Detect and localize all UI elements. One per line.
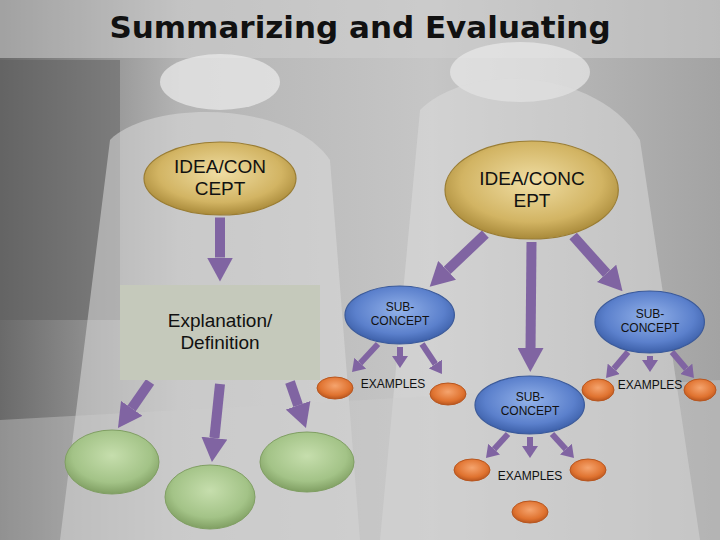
orange-oval [570, 459, 606, 481]
arrow [614, 352, 628, 369]
definition-box: Explanation/ Definition [120, 285, 320, 380]
arrow [527, 437, 533, 446]
node-text: Explanation/ Definition [145, 310, 295, 354]
examples-label: EXAMPLES [498, 470, 563, 484]
orange-oval [684, 379, 716, 401]
ellipse-shape [345, 286, 454, 344]
ellipse-shape [144, 142, 296, 215]
ellipse-shape [595, 291, 704, 353]
photo-cap [160, 54, 280, 110]
label-holder: EXAMPLES [618, 379, 683, 393]
node-text-block: SUB- CONCEPT [365, 301, 435, 329]
node-text-block: SUB- CONCEPT [495, 391, 565, 419]
orange-oval [512, 501, 548, 523]
node-text: SUB- CONCEPT [495, 391, 565, 419]
arrow [397, 347, 403, 356]
orange-oval [454, 459, 490, 481]
orange-oval [430, 383, 466, 405]
arrow [552, 434, 566, 449]
title-area: Summarizing and Evaluating [0, 10, 720, 46]
examples-label: EXAMPLES [361, 378, 426, 392]
arrow [132, 382, 150, 408]
idea-ellipse: IDEA/CONC EPT [444, 140, 619, 240]
sub-concept-ellipse: SUB- CONCEPT [344, 285, 455, 345]
arrow [647, 356, 653, 360]
slide-title: Summarizing and Evaluating [109, 10, 610, 46]
connector-arrow [526, 242, 537, 348]
oval-group [317, 377, 716, 523]
oval-group [65, 430, 354, 529]
node-text: IDEA/CONC EPT [474, 168, 589, 212]
connector-arrow [573, 236, 606, 273]
sub-concept-ellipse: SUB- CONCEPT [474, 375, 585, 435]
node-text-block: Explanation/ Definition [145, 310, 295, 354]
connector-arrow [215, 218, 225, 258]
label-holder: EXAMPLES [361, 378, 426, 392]
node-text: SUB- CONCEPT [365, 301, 435, 329]
arrow-group [132, 382, 298, 438]
photo-top [0, 0, 720, 58]
examples-label: EXAMPLES [618, 379, 683, 393]
arrow-group [360, 344, 686, 449]
green-oval [65, 430, 159, 494]
ellipse-shape [445, 141, 618, 239]
arrow [422, 344, 435, 364]
node-text: IDEA/CON CEPT [170, 156, 270, 200]
node-text-block: IDEA/CON CEPT [170, 156, 270, 200]
arrow [360, 344, 378, 363]
label-holder: EXAMPLES [498, 470, 563, 484]
node-text-block: SUB- CONCEPT [615, 308, 685, 336]
photo-figure [60, 112, 360, 540]
node-text-block: IDEA/CONC EPT [474, 168, 589, 212]
node-text: SUB- CONCEPT [615, 308, 685, 336]
arrow [290, 382, 298, 405]
arrow [672, 352, 686, 369]
orange-oval [582, 379, 614, 401]
green-oval [165, 465, 255, 529]
photo-table [0, 380, 720, 540]
orange-oval [317, 377, 353, 399]
ellipse-shape [475, 376, 584, 434]
connector-arrow [447, 234, 485, 270]
green-oval [260, 432, 354, 492]
sub-concept-ellipse: SUB- CONCEPT [594, 290, 705, 354]
arrow [494, 434, 508, 449]
arrow [214, 384, 220, 438]
idea-ellipse: IDEA/CON CEPT [143, 141, 297, 216]
